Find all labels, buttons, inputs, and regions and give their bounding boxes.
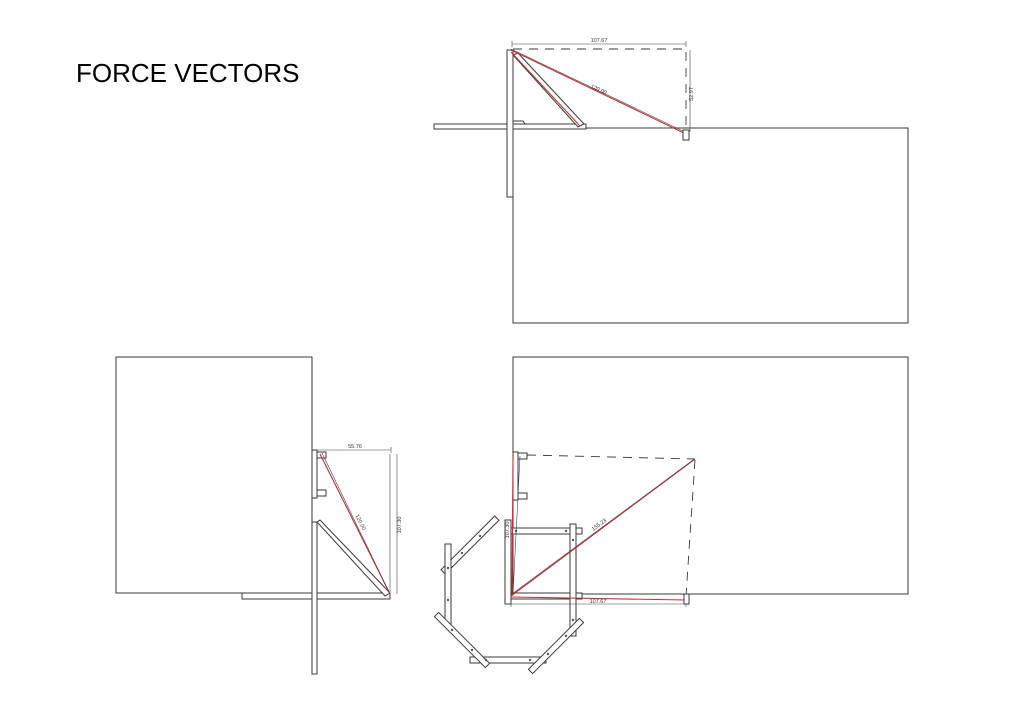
right-side-label: 107.30 xyxy=(505,522,511,539)
left-post xyxy=(311,521,318,675)
left-width-label: 55.76 xyxy=(348,444,362,450)
top-width-label: 107.67 xyxy=(591,38,608,44)
top-view: 107.67 52.97 120.00 xyxy=(433,38,909,324)
right-latch xyxy=(683,593,690,605)
left-force-vector xyxy=(319,453,391,595)
right-force-bottom xyxy=(510,596,687,601)
top-post xyxy=(506,49,514,198)
right-dashed-side xyxy=(685,459,696,597)
octagon-board-bl xyxy=(433,611,491,669)
left-height-label: 107.30 xyxy=(397,517,403,534)
octagon-board-left xyxy=(504,519,512,605)
top-latch xyxy=(682,129,690,141)
top-force-vector-2 xyxy=(510,51,581,127)
left-lower-clip xyxy=(316,489,327,497)
top-diagonal-label: 120.00 xyxy=(590,84,608,97)
octagon-board-tl xyxy=(440,515,500,575)
right-force-diagonal xyxy=(510,458,696,597)
right-lower-clip xyxy=(517,492,528,500)
right-upper-clip xyxy=(517,452,528,460)
octagon-board-l xyxy=(444,543,452,625)
left-brace xyxy=(316,519,391,597)
bottom-right-view: 107.67 107.30 155.23 xyxy=(433,356,909,675)
top-brace xyxy=(512,52,585,128)
octagon-board-right xyxy=(569,523,577,637)
left-panel xyxy=(115,356,313,594)
top-height-label: 52.97 xyxy=(689,87,695,101)
top-force-vector xyxy=(510,49,687,135)
octagon-board-br xyxy=(527,617,585,675)
octagon-frame xyxy=(433,515,585,675)
right-dashed-top xyxy=(526,454,696,460)
bottom-left-view: 55.76 107.30 120.00 xyxy=(115,356,403,675)
right-upper-post xyxy=(512,451,519,501)
right-bottom-label: 107.67 xyxy=(590,599,607,605)
left-upper-post xyxy=(311,449,318,499)
top-panel xyxy=(512,127,909,324)
right-force-side xyxy=(511,455,514,597)
page-title: FORCE VECTORS xyxy=(76,58,300,88)
top-hinge xyxy=(513,120,526,125)
